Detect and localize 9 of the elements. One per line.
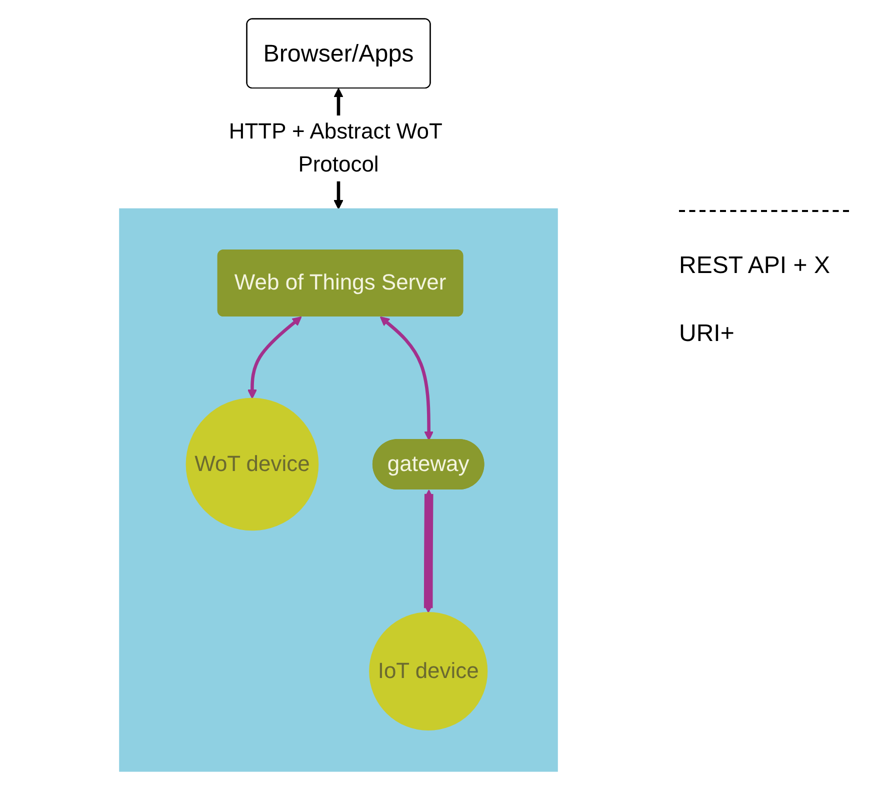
note-label: REST API + X xyxy=(679,252,831,280)
node-circle: WoT device xyxy=(186,398,319,531)
node-circle: IoT device xyxy=(369,612,488,731)
cluster xyxy=(119,208,558,772)
edge-label: HTTP + Abstract WoT Protocol xyxy=(228,120,442,178)
note-label: URI+ xyxy=(679,320,736,348)
arrow xyxy=(424,490,434,613)
arrow xyxy=(380,316,434,441)
arrow xyxy=(247,316,302,399)
